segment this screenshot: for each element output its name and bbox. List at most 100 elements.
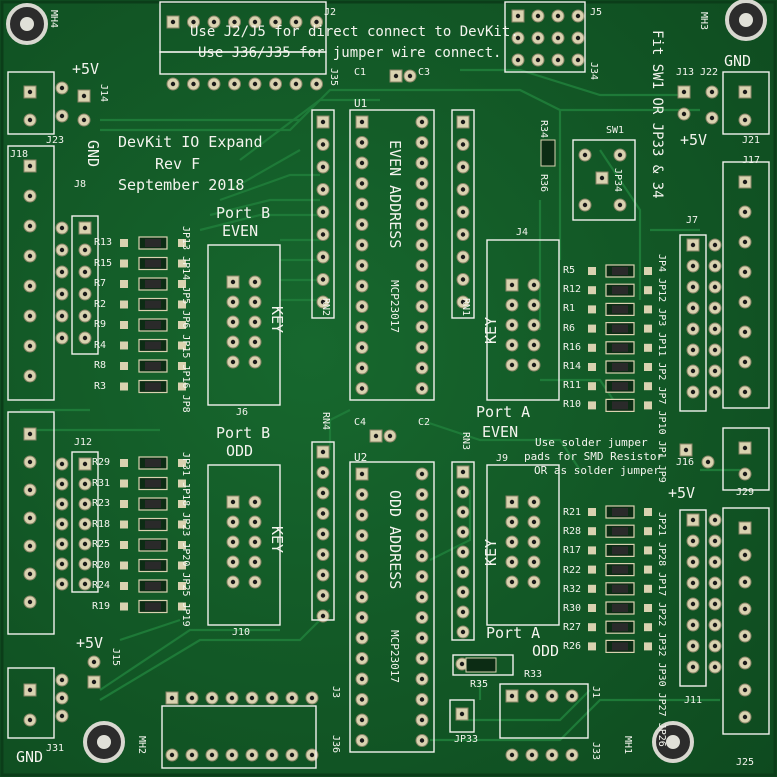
ref-j36: J36 xyxy=(330,735,341,754)
resistor-label: R5 xyxy=(563,265,576,276)
resistor-label: R31 xyxy=(92,477,111,489)
ref-j33: J33 xyxy=(590,742,601,761)
ref-j22: J22 xyxy=(700,67,719,78)
ref-j12: J12 xyxy=(74,437,93,448)
resistor-label: R26 xyxy=(563,641,582,653)
resistor-label: R10 xyxy=(563,399,582,411)
u1-ref: U1 xyxy=(354,97,368,110)
resistor-label: R19 xyxy=(92,600,111,612)
resistor-label: R9 xyxy=(94,319,107,330)
board-date: September 2018 xyxy=(118,176,245,194)
mounting-holes xyxy=(6,0,767,763)
ref-r35: R35 xyxy=(470,679,489,690)
ref-jp34: JP34 xyxy=(612,168,623,193)
resistor-label: R15 xyxy=(94,257,113,269)
ref-c3: C3 xyxy=(418,67,431,78)
port-a-even-sub: EVEN xyxy=(482,423,519,441)
resistor-label: R24 xyxy=(92,580,111,591)
ref-j17: J17 xyxy=(742,155,761,166)
resistor-label: R11 xyxy=(563,380,582,392)
ref-rn4: RN4 xyxy=(320,412,331,431)
board-title: DevKit IO Expand xyxy=(118,133,263,151)
ref-j16: J16 xyxy=(676,457,695,468)
ref-rn1: RN1 xyxy=(460,298,471,317)
resistor-label: R21 xyxy=(563,507,582,518)
port-b-odd-label: Port B xyxy=(216,424,271,442)
jumper-labels-right-top: JP4 JP12 JP3 JP11 JP2 JP7 JP10 JP1 JP9 xyxy=(656,254,667,483)
gnd-left: GND xyxy=(84,140,102,168)
ref-j7: J7 xyxy=(686,215,699,226)
ref-j2: J2 xyxy=(324,7,337,18)
resistor-label: R16 xyxy=(563,341,582,353)
ref-j14: J14 xyxy=(98,84,109,103)
resistor-label: R4 xyxy=(94,339,107,351)
resistor-label: R2 xyxy=(94,298,107,310)
copper-traces xyxy=(20,68,740,742)
ref-c4: C4 xyxy=(354,417,367,428)
resistor-label: R14 xyxy=(563,361,582,372)
resistor-label: R23 xyxy=(92,498,111,509)
resistor-label: R30 xyxy=(563,603,582,614)
note-fit-sw1: Fit SW1 OR JP33 & 34 xyxy=(649,30,665,199)
pads-group xyxy=(23,9,752,762)
resistor-label: R27 xyxy=(563,622,582,634)
gnd-bottom-left: GND xyxy=(16,748,44,766)
ref-j34: J34 xyxy=(588,62,599,81)
resistor-label: R22 xyxy=(563,564,582,576)
port-a-odd-sub: ODD xyxy=(532,642,560,660)
ref-j15: J15 xyxy=(110,648,121,667)
key-j6: KEY xyxy=(268,306,286,334)
ref-rn3: RN3 xyxy=(460,432,471,451)
note-jumper-wire: Use J36/J35 for jumper wire connect. xyxy=(198,45,502,61)
ref-j21: J21 xyxy=(742,135,761,146)
u1-part: MCP23017 xyxy=(388,280,401,333)
port-b-even-label: Port B xyxy=(216,204,271,222)
resistor-label: R25 xyxy=(92,539,111,550)
jumper-labels-left-top: JP13 JP14 JP5 JP6 JP15 JP16 JP8 xyxy=(180,226,191,413)
key-j10: KEY xyxy=(268,526,286,554)
ref-j1: J1 xyxy=(590,686,601,699)
resistor-label: R8 xyxy=(94,360,107,371)
plus5v-right-lower: +5V xyxy=(668,484,696,502)
ref-j5: J5 xyxy=(590,7,603,18)
resistor-label: R13 xyxy=(94,237,113,248)
ref-j3: J3 xyxy=(330,686,341,699)
ref-j35: J35 xyxy=(328,68,339,87)
resistor-label: R20 xyxy=(92,559,111,571)
ref-j25: J25 xyxy=(736,757,755,768)
plus5v-bottom-left: +5V xyxy=(76,634,104,652)
ref-rn2: RN2 xyxy=(320,298,331,317)
ref-jp33: JP33 xyxy=(454,734,479,745)
note-direct-connect: Use J2/J5 for direct connect to DevKit. xyxy=(190,24,519,40)
resistor-label: R17 xyxy=(563,545,582,557)
jumper-labels-right-bottom: JP21 JP28 JP17 JP22 JP32 JP30 JP27 JP26 xyxy=(656,512,667,747)
ref-c1: C1 xyxy=(354,67,367,78)
ref-j10: J10 xyxy=(232,627,251,638)
resistor-label: R1 xyxy=(563,303,576,315)
ref-mh3: MH3 xyxy=(698,12,709,31)
port-b-odd-sub: ODD xyxy=(226,442,254,460)
ref-c2: C2 xyxy=(418,417,431,428)
ref-r36: R36 xyxy=(538,174,549,193)
ref-r34: R34 xyxy=(538,120,549,139)
ref-j23: J23 xyxy=(46,135,65,146)
plus5v-right: +5V xyxy=(680,131,708,149)
u2-ref: U2 xyxy=(354,451,368,464)
resistor-label: R29 xyxy=(92,457,111,468)
gnd-top-right: GND xyxy=(724,52,752,70)
ref-mh1: MH1 xyxy=(622,736,633,755)
u2-label: ODD ADDRESS xyxy=(386,490,404,590)
note-solder-2: pads for SMD Resistor xyxy=(524,450,664,463)
ref-j29: J29 xyxy=(736,487,755,498)
jumper-labels-left-bottom: JP31 JP18 JP23 JP20 JP25 JP19 xyxy=(180,452,191,627)
note-solder-3: OR as solder jumper xyxy=(534,464,660,477)
ref-j9: J9 xyxy=(496,453,509,464)
resistor-label: R28 xyxy=(563,526,582,538)
port-b-even-sub: EVEN xyxy=(222,222,259,240)
key-j9: KEY xyxy=(482,538,500,566)
u2-part: MCP23017 xyxy=(388,630,401,683)
ref-sw1: SW1 xyxy=(606,125,625,136)
ref-j4: J4 xyxy=(516,227,529,238)
